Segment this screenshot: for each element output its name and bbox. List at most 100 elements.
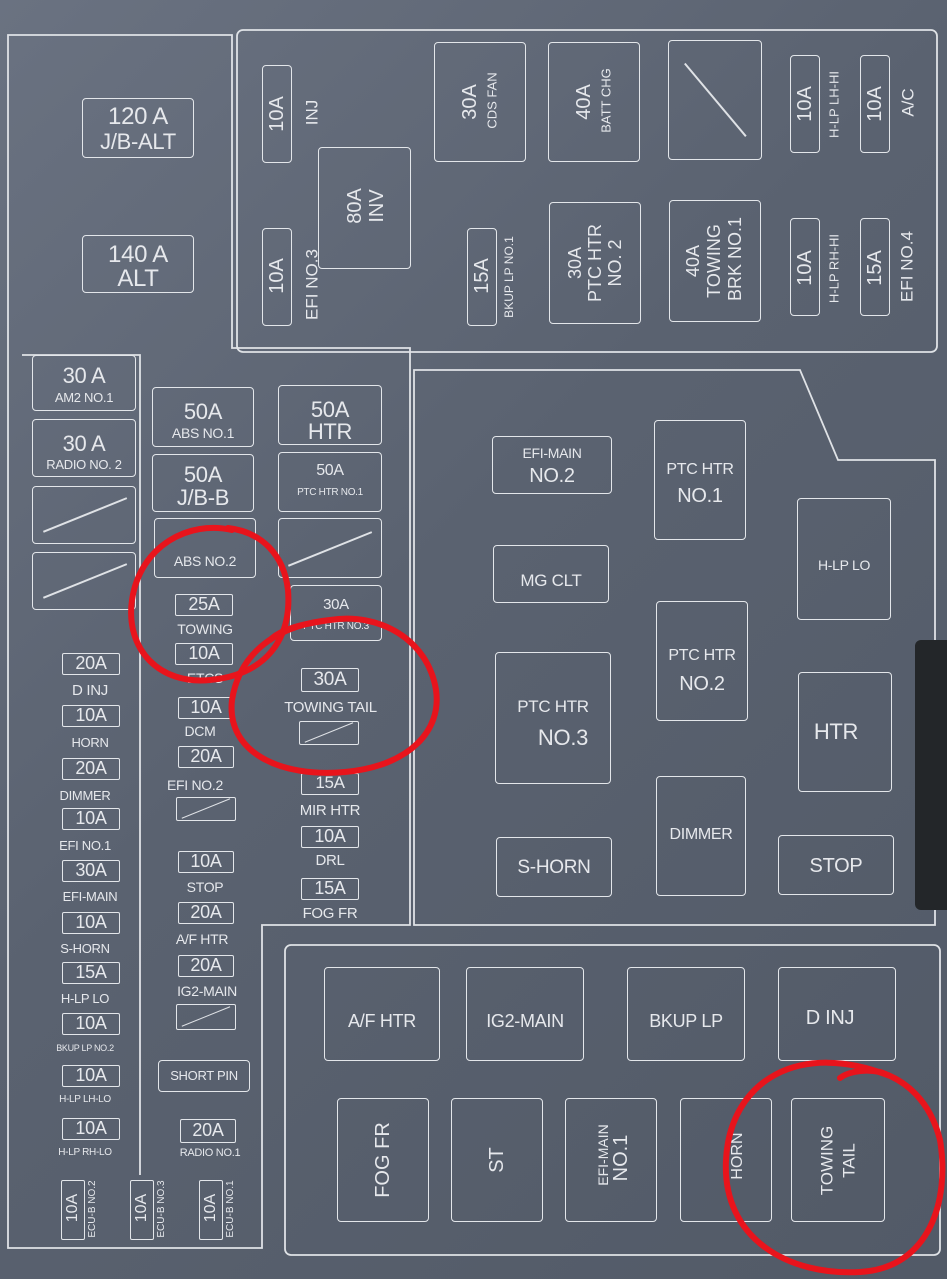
relay-htr-box xyxy=(798,672,892,792)
relay-shorn-box xyxy=(496,837,612,897)
fuse-ecub3-box xyxy=(130,1180,154,1240)
relay-dinj-label: D INJ xyxy=(805,1007,855,1029)
fuse-abs1-box xyxy=(152,387,254,447)
relay-dimmer-box xyxy=(656,776,746,896)
fuse-120a-amp: 120 A xyxy=(108,103,168,130)
relay-ptc1-b: NO.1 xyxy=(677,485,723,507)
fuse-towtail-label: TOWING TAIL xyxy=(284,699,377,716)
fuse-afhtr-label: A/F HTR xyxy=(175,931,229,947)
fuse-hlprhlo-amp: 10A xyxy=(75,1118,107,1138)
relay-hlplo-box xyxy=(797,498,891,620)
fuse-towtail-spare-box xyxy=(299,721,359,745)
relay-efimain1-box xyxy=(565,1098,657,1222)
relay-st-box xyxy=(451,1098,543,1222)
fuse-mir-amp: 15A xyxy=(315,773,345,792)
fuse-am2-amp: 30 A xyxy=(62,363,106,388)
spare-slot-box xyxy=(668,40,762,160)
relay-ptc3-b: NO.3 xyxy=(537,725,589,750)
relay-efimain2-a: EFI-MAIN xyxy=(522,445,582,461)
fuse-efi4-box xyxy=(860,218,890,316)
fuse-bkup1-box xyxy=(467,228,497,326)
fuse-htr-box xyxy=(278,385,382,445)
fuse-hlp-rh-hi-box xyxy=(790,218,820,316)
fuse-hlplo-amp: 15A xyxy=(75,962,107,982)
relay-ptc2-box xyxy=(656,601,748,721)
bottom-block-outline xyxy=(284,944,941,1256)
relay-ptc1-box xyxy=(654,420,746,540)
fuse-ecub2-box xyxy=(61,1180,85,1240)
relay-ptc3-box xyxy=(495,652,611,784)
fuse-horn-box xyxy=(62,705,120,727)
fuse-drl-box xyxy=(301,826,359,848)
fuse-drl-amp: 10A xyxy=(314,826,346,846)
fuse-hlplhlo-box xyxy=(62,1065,120,1087)
fuse-abs1-label: ABS NO.1 xyxy=(171,425,235,441)
fuse-ptc1-amp: 50A xyxy=(316,462,344,479)
relay-hlplo-label: H-LP LO xyxy=(817,557,871,573)
fuse-dimmer-amp: 20A xyxy=(75,758,107,778)
fuse-fog-box xyxy=(301,878,359,900)
fuse-towtail-amp: 30A xyxy=(313,669,347,690)
outer-left-outline xyxy=(7,34,411,1249)
fuse-120a-label: J/B-ALT xyxy=(100,129,176,154)
fuse-hlprhlo-label: H-LP RH-LO xyxy=(58,1147,112,1158)
fuse-efi2-box xyxy=(178,746,234,768)
fuse-am2-box xyxy=(32,355,136,411)
spare-a-box xyxy=(32,486,136,544)
relay-mgclt-label: MG CLT xyxy=(520,571,582,590)
fuse-mir-label: MIR HTR xyxy=(299,802,361,819)
relay-ptc1-a: PTC HTR xyxy=(666,461,734,478)
fuse-radio2-amp: 30 A xyxy=(62,431,106,456)
fuse-ig2-amp: 20A xyxy=(190,955,222,975)
fuse-efi2-amp: 20A xyxy=(190,746,222,766)
relay-stop-label: STOP xyxy=(809,855,863,877)
fuse-ig2-box xyxy=(178,955,234,977)
fuse-cds-box xyxy=(434,42,526,162)
relay-inv-box xyxy=(318,147,411,269)
relay-efimain2-b: NO.2 xyxy=(529,465,575,487)
fuse-hlplhlo-label: H-LP LH-LO xyxy=(59,1094,111,1105)
relay-area-outline xyxy=(413,369,936,926)
fuse-bkup2-box xyxy=(62,1013,120,1035)
fuse-140a-box xyxy=(82,235,194,293)
fuse-towtail-box xyxy=(301,668,359,692)
relay-bkup-label: BKUP LP xyxy=(649,1011,723,1031)
red-circle-towing-tail-relay xyxy=(722,1059,946,1276)
fuse-stop-label: STOP xyxy=(186,879,224,895)
fuse-jbb-amp: 50A xyxy=(183,462,223,487)
relay-afhtr-label: A/F HTR xyxy=(348,1011,416,1031)
relay-mgclt-box xyxy=(493,545,609,603)
fuse-hlplo-box xyxy=(62,962,120,984)
fuse-dcm-amp: 10A xyxy=(190,697,222,717)
red-circle-towing-25a xyxy=(128,524,292,684)
fuse-fog-amp: 15A xyxy=(314,878,346,898)
fuse-htr-label: HTR xyxy=(307,419,353,444)
fuse-horn-amp: 10A xyxy=(75,705,107,725)
fuse-hlp-lh-hi-box xyxy=(790,55,820,153)
fuse-dinj-amp: 20A xyxy=(75,653,107,673)
fuse-fog-label: FOG FR xyxy=(302,905,358,922)
fuse-ptc2-box xyxy=(549,202,641,324)
fuse-abs2-label: ABS NO.2 xyxy=(173,553,237,569)
fuse-jbb-label: J/B-B xyxy=(176,485,230,510)
fuse-towing-box xyxy=(175,594,233,616)
fuse-radio2-box xyxy=(32,419,136,477)
fuse-hlplo-label: H-LP LO xyxy=(60,991,110,1006)
fuse-radio1-box xyxy=(180,1119,236,1143)
fuse-afhtr-box xyxy=(178,902,234,924)
fuse-ptc3-amp: 30A xyxy=(323,596,349,613)
fuse-140a-amp: 140 A xyxy=(108,241,168,268)
fuse-htr-amp: 50A xyxy=(310,397,350,422)
fuse-hlplhlo-amp: 10A xyxy=(75,1065,107,1085)
fuse-batt-box xyxy=(548,42,640,162)
relay-efimain2-box xyxy=(492,436,612,494)
fuse-am2-label: AM2 NO.1 xyxy=(54,390,114,405)
relay-fogfr-box xyxy=(337,1098,429,1222)
relay-stop-box xyxy=(778,835,894,895)
fuse-towing-label: TOWING xyxy=(177,621,233,637)
relay-bkup-box xyxy=(627,967,745,1061)
fuse-ptc3-label: PTC HTR NO.3 xyxy=(303,621,369,632)
fuse-etcs-box xyxy=(175,643,233,665)
fuse-stop-amp: 10A xyxy=(190,851,222,871)
fuse-abs2-box xyxy=(154,518,256,578)
